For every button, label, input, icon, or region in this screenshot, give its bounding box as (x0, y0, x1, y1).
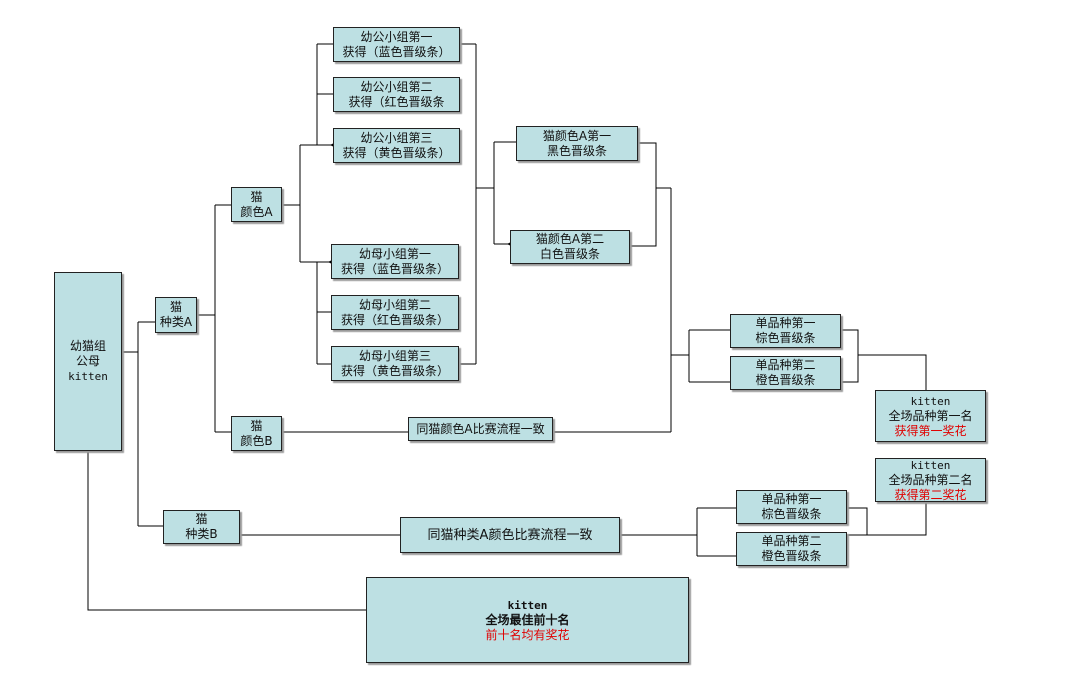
best-a1-line1: 单品种第一 (755, 316, 816, 330)
node-overall-first: kitten 全场品种第一名 获得第一奖花 (875, 390, 986, 442)
node-same-as-color-a: 同猫颜色A比赛流程一致 (408, 417, 553, 441)
ca1-line1: 猫颜色A第一 (542, 128, 612, 143)
node-same-as-breed-a: 同猫种类A颜色比赛流程一致 (400, 517, 620, 553)
ca2-line2: 白色晋级条 (539, 247, 600, 261)
f2-line1: 幼母小组第二 (358, 297, 431, 312)
color-b-line1: 猫 (250, 418, 263, 433)
node-male-group-1: 幼公小组第一 获得（蓝色晋级条） (333, 27, 460, 62)
f2-line2: 获得（红色晋级条） (340, 312, 449, 327)
f3-line2: 获得（黄色晋级条） (340, 363, 449, 378)
node-kitten-group: 幼猫组 公母 kitten (54, 272, 122, 451)
node-female-group-2: 幼母小组第二 获得（红色晋级条） (331, 295, 459, 330)
node-breed-a-best-2: 单品种第二 橙色晋级条 (730, 356, 841, 390)
breed-a-line1: 猫 (169, 300, 182, 314)
overall1-rank: 全场品种第一名 (888, 408, 973, 423)
node-color-b: 猫 颜色B (231, 416, 282, 451)
same-breed-a-text: 同猫种类A颜色比赛流程一致 (427, 527, 593, 543)
overall2-kitten: kitten (910, 458, 951, 472)
ca2-line1: 猫颜色A第二 (535, 232, 605, 246)
best-b1-line2: 棕色晋级条 (761, 507, 822, 521)
overall1-kitten: kitten (910, 394, 951, 408)
m1-line2: 获得（蓝色晋级条） (342, 44, 451, 59)
f1-line1: 幼母小组第一 (358, 246, 431, 261)
node-color-a-first: 猫颜色A第一 黑色晋级条 (516, 126, 638, 161)
node-overall-second: kitten 全场品种第二名 获得第二奖花 (875, 458, 986, 502)
color-a-line1: 猫 (250, 189, 263, 204)
node-female-group-3: 幼母小组第三 获得（黄色晋级条） (331, 346, 459, 381)
breed-a-line2: 种类A (159, 315, 193, 329)
best-a1-line2: 棕色晋级条 (755, 331, 816, 345)
overall1-award: 获得第一奖花 (894, 423, 967, 438)
color-a-line2: 颜色A (240, 204, 273, 219)
best-b2-line2: 橙色晋级条 (761, 549, 822, 563)
node-top-ten: kitten 全场最佳前十名 前十名均有奖花 (366, 577, 689, 663)
top10-title: 全场最佳前十名 (485, 612, 570, 627)
same-color-a-text: 同猫颜色A比赛流程一致 (416, 421, 545, 436)
best-b2-line1: 单品种第二 (761, 534, 822, 548)
f1-line2: 获得（蓝色晋级条） (340, 261, 449, 276)
best-b1-line1: 单品种第一 (761, 492, 822, 506)
best-a2-line2: 橙色晋级条 (755, 373, 816, 387)
top10-kitten: kitten (507, 598, 548, 612)
node-breed-b-best-2: 单品种第二 橙色晋级条 (736, 532, 847, 566)
overall2-award: 获得第二奖花 (894, 487, 967, 502)
node-breed-a-best-1: 单品种第一 棕色晋级条 (730, 314, 841, 348)
color-b-line2: 颜色B (240, 433, 273, 448)
m3-line2: 获得（黄色晋级条） (342, 145, 451, 160)
m3-line1: 幼公小组第三 (360, 130, 433, 145)
m2-line2: 获得（红色晋级条 (348, 94, 445, 109)
m2-line1: 幼公小组第二 (360, 79, 433, 94)
f3-line1: 幼母小组第三 (358, 348, 431, 363)
node-color-a-second: 猫颜色A第二 白色晋级条 (510, 230, 630, 264)
best-a2-line1: 单品种第二 (755, 358, 816, 372)
root-sex: 公母 (75, 354, 100, 368)
m1-line1: 幼公小组第一 (360, 29, 433, 44)
top10-award: 前十名均有奖花 (485, 627, 570, 642)
node-male-group-2: 幼公小组第二 获得（红色晋级条 (333, 77, 460, 112)
node-breed-a: 猫 种类A (155, 297, 197, 333)
breed-b-line2: 种类B (185, 527, 218, 541)
ca1-line2: 黑色晋级条 (546, 143, 607, 158)
node-breed-b-best-1: 单品种第一 棕色晋级条 (736, 490, 847, 524)
overall2-rank: 全场品种第二名 (888, 472, 973, 487)
node-male-group-3: 幼公小组第三 获得（黄色晋级条） (333, 128, 460, 163)
node-color-a: 猫 颜色A (231, 187, 282, 222)
root-title: 幼猫组 (69, 339, 106, 353)
root-kitten-label: kitten (68, 370, 108, 383)
breed-b-line1: 猫 (195, 512, 208, 526)
node-breed-b: 猫 种类B (163, 510, 240, 544)
node-female-group-1: 幼母小组第一 获得（蓝色晋级条） (331, 244, 459, 279)
